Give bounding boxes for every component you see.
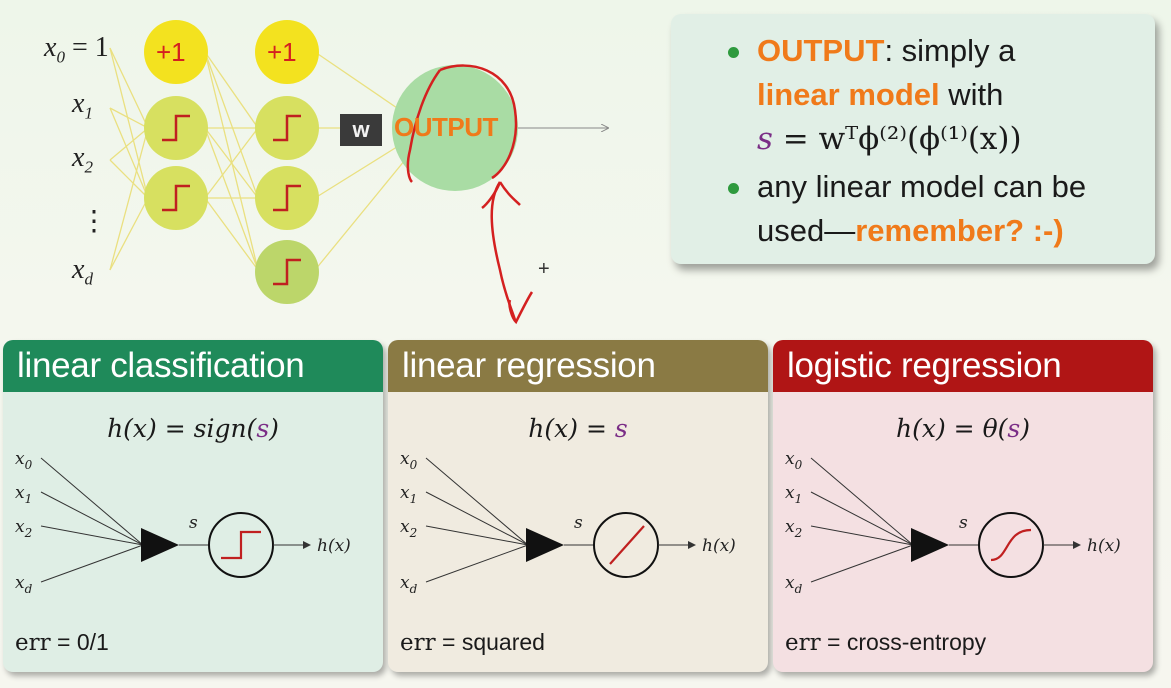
output-arrowhead bbox=[688, 541, 696, 549]
remember-emph: remember? :-) bbox=[855, 213, 1064, 248]
input-label-xd: xd bbox=[15, 573, 33, 596]
weight-box: w bbox=[340, 114, 382, 146]
bias-node-layer1 bbox=[144, 20, 208, 84]
output-node bbox=[392, 65, 518, 191]
error-measure: err = 0/1 bbox=[15, 629, 109, 656]
input-label-x2: x2 bbox=[400, 517, 417, 540]
input-label-x2: x2 bbox=[15, 517, 32, 540]
panel-linear-regression: linear regression h(x) = s x0 x1 x2 xd s h(x)… bbox=[388, 340, 768, 672]
error-measure: err = squared bbox=[400, 629, 545, 656]
annotation-plus: + bbox=[538, 258, 550, 280]
panel-formula: h(x) = sign(s) bbox=[107, 414, 279, 443]
bullet-dot bbox=[728, 47, 739, 58]
perceptron-diagram: x0 x1 x2 xd s h(x) bbox=[15, 450, 351, 596]
output-label: h(x) bbox=[317, 536, 351, 556]
input-label-x0: x0 bbox=[15, 450, 33, 472]
connections-input-hidden1 bbox=[109, 47, 149, 271]
formula-s: s bbox=[757, 121, 773, 157]
output-label: h(x) bbox=[702, 536, 736, 556]
network-svg bbox=[109, 20, 640, 325]
sum-triangle bbox=[526, 528, 564, 562]
input-label-x1: x1 bbox=[15, 483, 32, 506]
input-line bbox=[425, 457, 529, 546]
input-line bbox=[810, 457, 914, 546]
input-label-x2: x2 bbox=[785, 517, 802, 540]
error-measure: err = cross-entropy bbox=[785, 629, 987, 656]
output-label: h(x) bbox=[1087, 536, 1121, 556]
perceptron-diagram: x0 x1 x2 xd s h(x) bbox=[400, 450, 736, 596]
bias-label-1: +1 bbox=[156, 37, 186, 67]
output-description-box: OUTPUT: simply a linear model with s = w… bbox=[671, 14, 1155, 264]
output-arrowhead bbox=[303, 541, 311, 549]
sum-triangle bbox=[141, 528, 179, 562]
input-line bbox=[810, 525, 914, 546]
perceptron-diagram: x0 x1 x2 xd s h(x) bbox=[785, 450, 1121, 596]
bullet-output: OUTPUT: simply a linear model with s = w… bbox=[671, 29, 1155, 161]
input-line bbox=[810, 544, 914, 583]
bias-node-layer2 bbox=[255, 20, 319, 84]
bullet-dot bbox=[728, 183, 739, 194]
s-label: s bbox=[574, 513, 583, 533]
input-line bbox=[40, 544, 144, 583]
input-label-x0: x0 bbox=[400, 450, 418, 472]
bullet1-text: : simply a bbox=[884, 33, 1016, 68]
neural-network-diagram: x0 = 1 x1 x2 ⋮ xd +1 +1 w OUTPUT + bbox=[0, 0, 640, 330]
bullet-any-linear: any linear model can be used—remember? :… bbox=[671, 165, 1155, 253]
s-label: s bbox=[189, 513, 198, 533]
hand-annotation bbox=[406, 64, 534, 325]
output-label: OUTPUT bbox=[394, 112, 498, 142]
connections-hidden1-hidden2 bbox=[204, 51, 259, 271]
sum-triangle bbox=[911, 528, 949, 562]
activation-curve bbox=[609, 525, 645, 565]
output-arrowhead bbox=[1073, 541, 1081, 549]
input-line bbox=[40, 525, 144, 546]
hidden-layer-1 bbox=[144, 96, 208, 230]
input-line bbox=[40, 457, 144, 546]
input-line bbox=[425, 544, 529, 583]
input-label-x1: x1 bbox=[400, 483, 417, 506]
panel-title: linear regression bbox=[388, 340, 768, 392]
input-line bbox=[425, 525, 529, 546]
input-x0: x0 = 1 bbox=[44, 32, 109, 67]
panel-logistic-regression: logistic regression h(x) = θ(s) x0 x1 x2 xd… bbox=[773, 340, 1153, 672]
input-label-xd: xd bbox=[400, 573, 418, 596]
input-xd: xd bbox=[72, 254, 93, 289]
activation-curve bbox=[990, 528, 1032, 562]
input-label-xd: xd bbox=[785, 573, 803, 596]
input-label-x1: x1 bbox=[785, 483, 802, 506]
bullet2-text: any linear model can be used— bbox=[757, 169, 1087, 248]
input-dots: ⋮ bbox=[80, 206, 108, 237]
input-line bbox=[810, 491, 914, 546]
connections-hidden2-output bbox=[314, 51, 406, 271]
bullet1-with: with bbox=[939, 77, 1004, 112]
activation-circle bbox=[978, 512, 1044, 578]
input-line bbox=[425, 491, 529, 546]
input-x1: x1 bbox=[72, 88, 93, 123]
input-x2: x2 bbox=[72, 142, 93, 177]
output-word: OUTPUT bbox=[757, 33, 885, 68]
activation-curve bbox=[221, 530, 261, 560]
input-label-x0: x0 bbox=[785, 450, 803, 472]
hidden-layer-2 bbox=[255, 96, 319, 304]
s-label: s bbox=[959, 513, 968, 533]
output-formula: = wᵀϕ⁽²⁾(ϕ⁽¹⁾(x)) bbox=[772, 121, 1022, 157]
panel-formula: h(x) = s bbox=[528, 414, 628, 443]
bias-label-2: +1 bbox=[267, 37, 297, 67]
linear-model-emph: linear model bbox=[757, 77, 940, 112]
input-line bbox=[40, 491, 144, 546]
panel-title: linear classification bbox=[3, 340, 383, 392]
panel-title: logistic regression bbox=[773, 340, 1153, 392]
panel-formula: h(x) = θ(s) bbox=[896, 414, 1030, 443]
